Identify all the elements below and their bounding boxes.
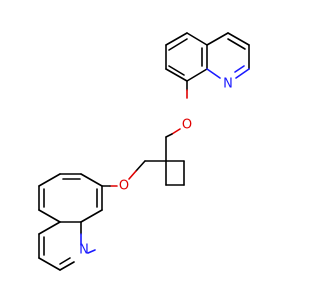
lower-quinoline: N	[38, 173, 103, 271]
bond	[59, 261, 75, 271]
bond	[186, 68, 208, 82]
bond-double-inner	[168, 38, 188, 51]
bond	[135, 160, 146, 172]
molecule-drawing: N O O	[38, 32, 250, 271]
oxygen-atom-label: O	[182, 118, 192, 133]
bond	[186, 32, 208, 46]
bond	[206, 32, 229, 46]
bond	[38, 257, 61, 271]
bond	[38, 221, 61, 235]
bond-to-nitrogen	[206, 68, 221, 79]
bond	[80, 209, 103, 223]
oxygen-atom-label: O	[119, 179, 129, 194]
bond-double-inner	[59, 257, 71, 265]
bond	[165, 32, 188, 46]
bond	[227, 32, 250, 46]
bond	[38, 173, 61, 187]
nitrogen-atom-label: N	[79, 243, 89, 258]
bond	[165, 68, 188, 82]
bond-double-inner	[168, 65, 185, 76]
bond	[165, 133, 173, 138]
nitrogen-atom-label: N	[223, 77, 233, 92]
bond-to-oxygen	[128, 170, 137, 180]
bond	[80, 173, 103, 187]
bond-double-inner	[227, 38, 246, 50]
cyclobutane-ring	[165, 160, 185, 186]
bond-to-oxygen	[171, 128, 181, 135]
upper-quinoline: N O	[165, 32, 250, 133]
bond-to-nitrogen	[235, 68, 250, 79]
bond-to-nitrogen-double	[234, 65, 245, 73]
bond	[38, 209, 61, 223]
molecule-canvas: N O O	[38, 32, 250, 271]
bond-to-nitrogen	[87, 249, 96, 254]
